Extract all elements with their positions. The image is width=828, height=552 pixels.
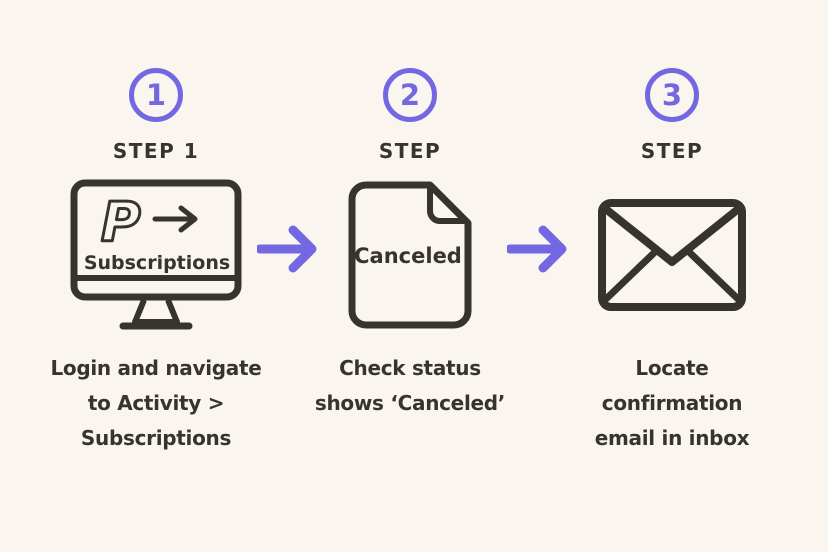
step-1-label: STEP 1 xyxy=(112,139,200,163)
step-2-icon-box: Canceled xyxy=(346,178,474,332)
step-2-number-badge: 2 xyxy=(383,68,437,122)
nav-arrow-icon xyxy=(152,205,198,233)
step-1-icon-box: P Subscriptions xyxy=(69,178,243,332)
step-2-number: 2 xyxy=(399,78,421,112)
subscriptions-menu-label: Subscriptions xyxy=(84,252,230,274)
envelope-icon xyxy=(598,199,746,311)
step-1-caption: Login and navigate to Activity > Subscri… xyxy=(50,356,262,450)
step-2-column: 2 STEP Canceled Check status shows ‘Canc… xyxy=(280,68,540,421)
step-3-icon-box xyxy=(597,178,747,332)
step-2-label: STEP xyxy=(378,139,442,163)
step-3-caption: Locate confirmation email in inbox xyxy=(594,356,750,450)
step-1-number: 1 xyxy=(145,78,167,112)
step-3-column: 3 STEP Locate confirmation email in inbo… xyxy=(542,68,802,456)
step-2-caption: Check status shows ‘Canceled’ xyxy=(314,356,506,415)
monitor-icon: P Subscriptions xyxy=(70,179,242,330)
step-1-column: 1 STEP 1 P Subscriptions Login and navig… xyxy=(26,68,286,456)
step-1-number-badge: 1 xyxy=(129,68,183,122)
status-label: Canceled xyxy=(354,244,462,268)
paypal-logo-glyph: P xyxy=(101,191,141,254)
step-3-number: 3 xyxy=(661,78,683,112)
flow-arrow-icon xyxy=(257,225,317,273)
step-3-number-badge: 3 xyxy=(645,68,699,122)
document-icon: Canceled xyxy=(348,181,472,329)
step-3-label: STEP xyxy=(640,139,704,163)
flow-arrow-icon xyxy=(507,225,567,273)
